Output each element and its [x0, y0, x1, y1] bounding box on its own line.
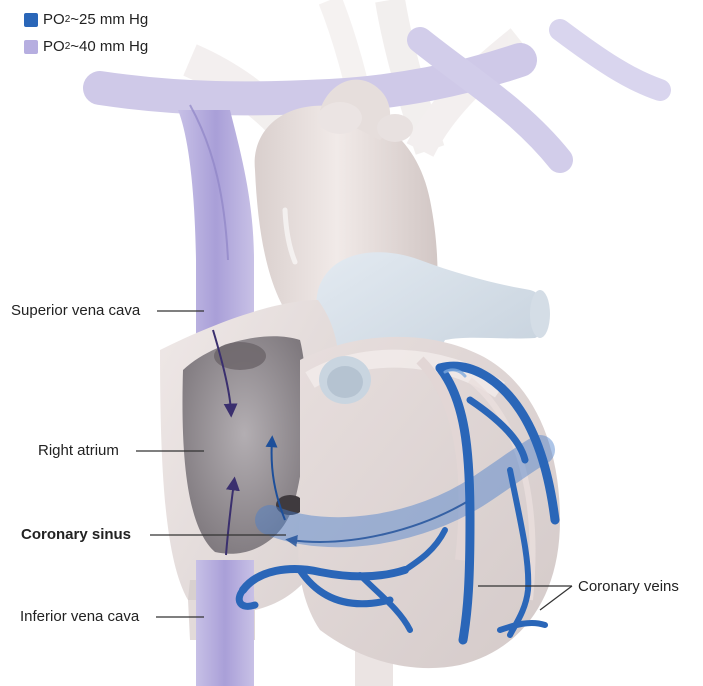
superior-vena-cava	[178, 110, 254, 360]
coronary-sinus	[255, 435, 555, 548]
label-coronary-veins: Coronary veins	[578, 578, 679, 595]
legend-prefix: PO	[43, 11, 65, 28]
label-superior-vena-cava: Superior vena cava	[11, 302, 141, 319]
flow-arrow-from-svc	[212, 329, 238, 418]
coronary-veins	[235, 361, 560, 645]
legend-subscript: 2	[64, 14, 71, 25]
right-atrium-chamber	[182, 336, 307, 554]
flow-arrow-from-ivc	[225, 476, 240, 556]
legend-swatch-lavender	[24, 39, 38, 54]
label-inferior-vena-cava: Inferior vena cava	[20, 608, 140, 625]
inferior-vena-cava	[196, 560, 254, 686]
label-coronary-sinus: Coronary sinus	[21, 526, 132, 543]
legend-text: ~40 mm Hg	[70, 38, 149, 55]
legend-text: ~25 mm Hg	[70, 11, 149, 28]
legend-subscript: 2	[64, 41, 71, 52]
label-right-atrium: Right atrium	[38, 442, 119, 459]
legend-prefix: PO	[43, 38, 65, 55]
legend-swatch-dark-blue	[24, 12, 38, 27]
leader-lines	[136, 310, 573, 618]
